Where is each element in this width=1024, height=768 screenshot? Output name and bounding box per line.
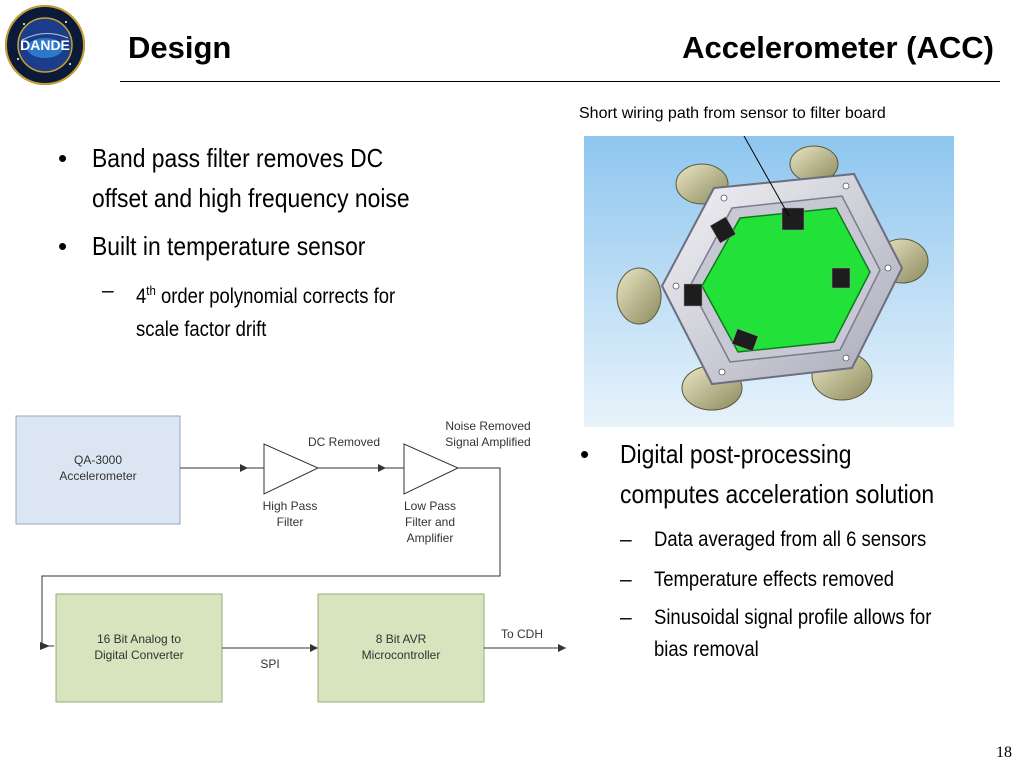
accelerometer-block [15,415,181,525]
svg-text:DANDE: DANDE [20,37,70,53]
svg-text:Microcontroller: Microcontroller [362,648,441,662]
bullet-dot-icon: • [58,231,68,261]
svg-text:Low Pass: Low Pass [404,499,456,513]
bullet-dot-icon: • [58,143,68,173]
sub-bullet-text: Temperature effects removed [654,568,895,591]
sub-bullet-item: – 4th order polynomial corrects for scal… [102,274,528,346]
microcontroller-block [317,593,485,703]
svg-text:Filter and: Filter and [405,515,455,529]
sub-bullet-text: bias removal [654,638,759,661]
sub-bullet-text: 4 [136,285,147,308]
title-divider [120,81,1000,82]
dash-icon: – [620,606,632,629]
signal-chain-diagram: QA-3000 Accelerometer High Pass Filter D… [14,406,584,706]
right-bullet-list: • Digital post-processing computes accel… [580,434,1020,670]
left-bullet-list: • Band pass filter removes DC offset and… [58,138,528,350]
sub-bullet-text: Sinusoidal signal profile allows for [654,606,932,629]
sub-bullet-text: Data averaged from all 6 sensors [654,528,927,551]
slide-section-title: Design [128,30,232,65]
svg-text:Amplifier: Amplifier [407,531,454,545]
svg-text:SPI: SPI [260,657,279,671]
sub-bullet-item: – Data averaged from all 6 sensors [620,522,1020,558]
slide-title: Accelerometer (ACC) [682,30,994,65]
bullet-text: computes acceleration solution [620,479,935,509]
dash-icon: – [102,279,114,302]
dash-icon: – [620,528,632,551]
superscript: th [146,283,156,298]
sub-bullet-item: – Sinusoidal signal profile allows for b… [620,602,1020,666]
svg-text:16 Bit Analog to: 16 Bit Analog to [97,632,181,646]
svg-text:Accelerometer: Accelerometer [59,469,136,483]
sub-bullet-text: order polynomial corrects for [155,285,396,308]
svg-text:Signal Amplified: Signal Amplified [445,435,530,449]
accelerometer-assembly-image [584,136,954,427]
svg-text:8 Bit AVR: 8 Bit AVR [376,632,427,646]
bullet-text: Band pass filter removes DC [92,143,384,173]
svg-text:DC Removed: DC Removed [308,435,380,449]
bullet-text: Built in temperature sensor [92,231,366,261]
svg-text:Filter: Filter [277,515,304,529]
bullet-dot-icon: • [580,439,590,469]
bullet-text: Digital post-processing [620,439,852,469]
dash-icon: – [620,568,632,591]
page-number: 18 [996,744,1012,761]
adc-block [55,593,223,703]
low-pass-filter-block [403,443,460,495]
bullet-text: offset and high frequency noise [92,183,410,213]
svg-text:QA-3000: QA-3000 [74,453,122,467]
svg-text:To CDH: To CDH [501,627,543,641]
bullet-item: • Band pass filter removes DC offset and… [58,138,528,218]
svg-text:Noise Removed: Noise Removed [445,419,530,433]
bullet-item: • Built in temperature sensor [58,226,528,266]
svg-text:High Pass: High Pass [263,499,318,513]
image-caption: Short wiring path from sensor to filter … [579,105,886,122]
dande-logo: DANDE [5,5,85,85]
svg-text:Digital Converter: Digital Converter [94,648,183,662]
sub-bullet-item: – Temperature effects removed [620,562,1020,598]
sub-bullet-text: scale factor drift [136,318,267,341]
high-pass-filter-block [263,443,320,495]
bullet-item: • Digital post-processing computes accel… [580,434,1020,514]
